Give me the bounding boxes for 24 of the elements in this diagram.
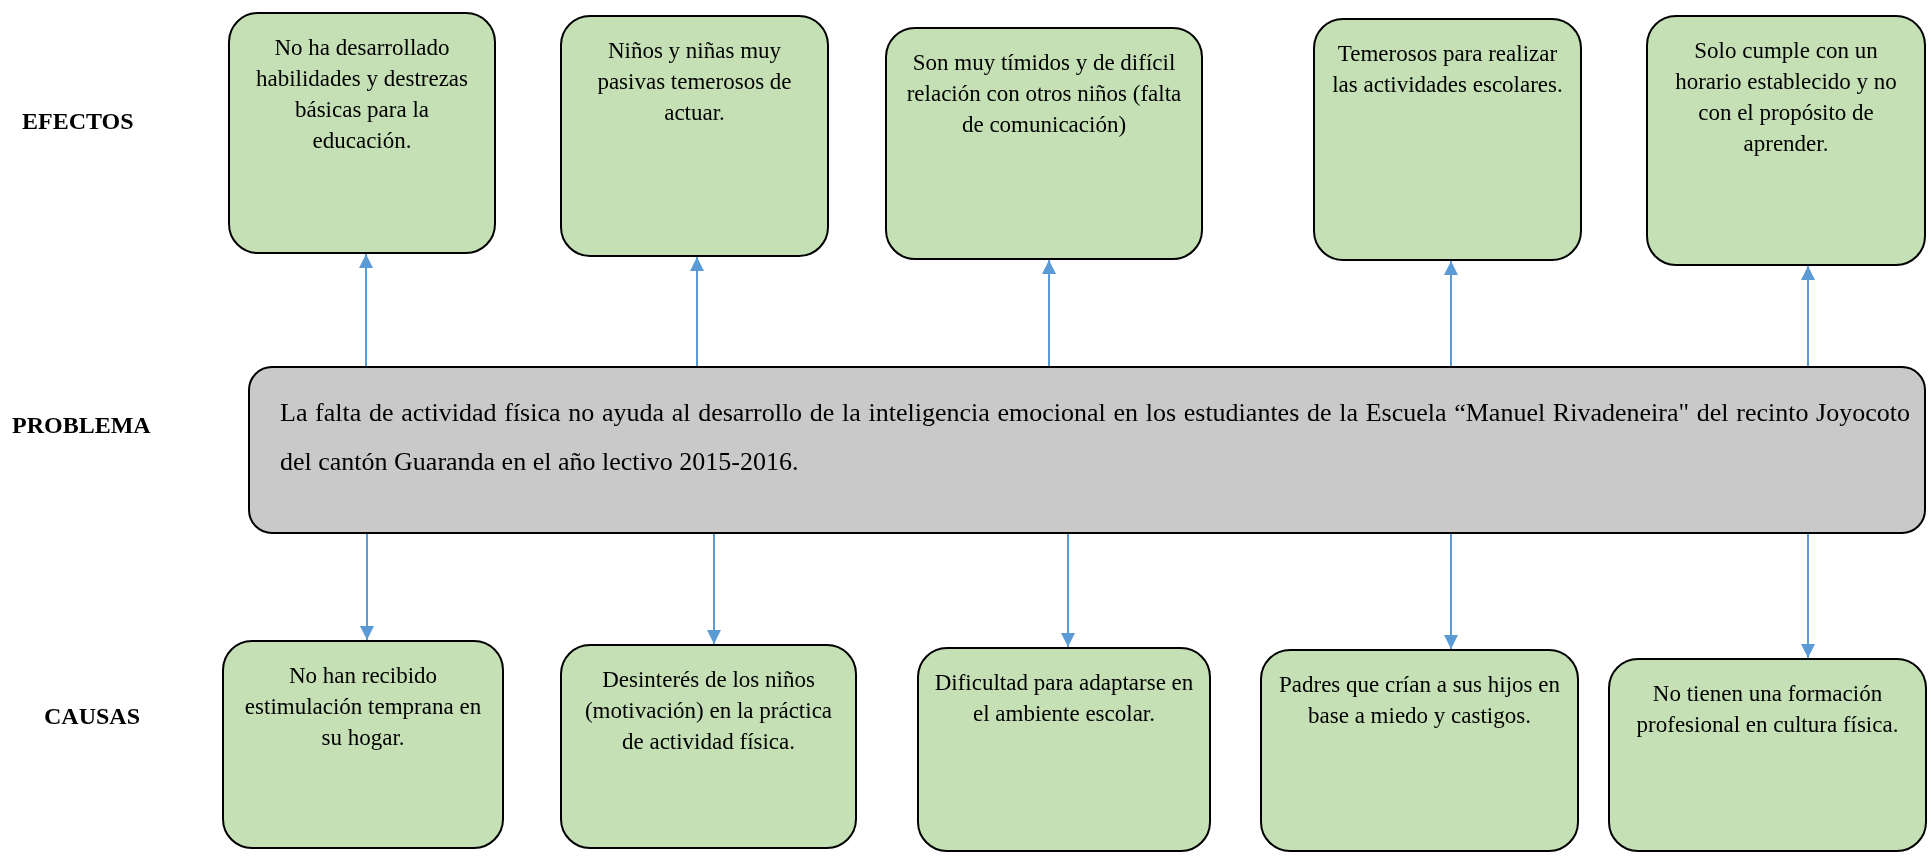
text-box: Desinterés de los niños (motivación) en la práctica de actividad física. bbox=[560, 644, 857, 849]
arrow bbox=[1444, 533, 1458, 650]
text-box: No ha desarrollado habilidades y destrezas básicas para la educación. bbox=[228, 12, 496, 254]
row-label: PROBLEMA bbox=[12, 412, 151, 439]
arrow bbox=[1042, 259, 1056, 367]
arrow bbox=[359, 253, 373, 367]
arrow bbox=[1801, 533, 1815, 659]
text-box: Padres que crían a sus hijos en base a miedo y castigos. bbox=[1260, 649, 1579, 852]
text-box: Son muy tímidos y de difícil relación con otros niños (falta de comunicación) bbox=[885, 27, 1203, 260]
text-box: No han recibido estimulación temprana en su hogar. bbox=[222, 640, 504, 849]
arrow bbox=[1444, 260, 1458, 367]
row-label: EFECTOS bbox=[22, 108, 134, 135]
problem-box: La falta de actividad física no ayuda al desarrollo de la inteligencia emocional en los estudiantes de la Escuela “Manuel Rivadeneira" del recinto Joyocoto del cantón Guaranda en el año lectivo 2015-2016. bbox=[248, 366, 1926, 534]
arrow bbox=[1061, 533, 1075, 648]
text-box: Dificultad para adaptarse en el ambiente escolar. bbox=[917, 647, 1211, 852]
text-box: Niños y niñas muy pasivas temerosos de actuar. bbox=[560, 15, 829, 257]
text-box: No tienen una formación profesional en cultura física. bbox=[1608, 658, 1927, 852]
text-box: Solo cumple con un horario establecido y no con el propósito de aprender. bbox=[1646, 15, 1926, 266]
arrow bbox=[690, 256, 704, 367]
row-label: CAUSAS bbox=[44, 703, 141, 730]
arrow bbox=[707, 533, 721, 645]
arrow bbox=[1801, 265, 1815, 367]
arrow bbox=[360, 533, 374, 641]
text-box: Temerosos para realizar las actividades escolares. bbox=[1313, 18, 1582, 261]
